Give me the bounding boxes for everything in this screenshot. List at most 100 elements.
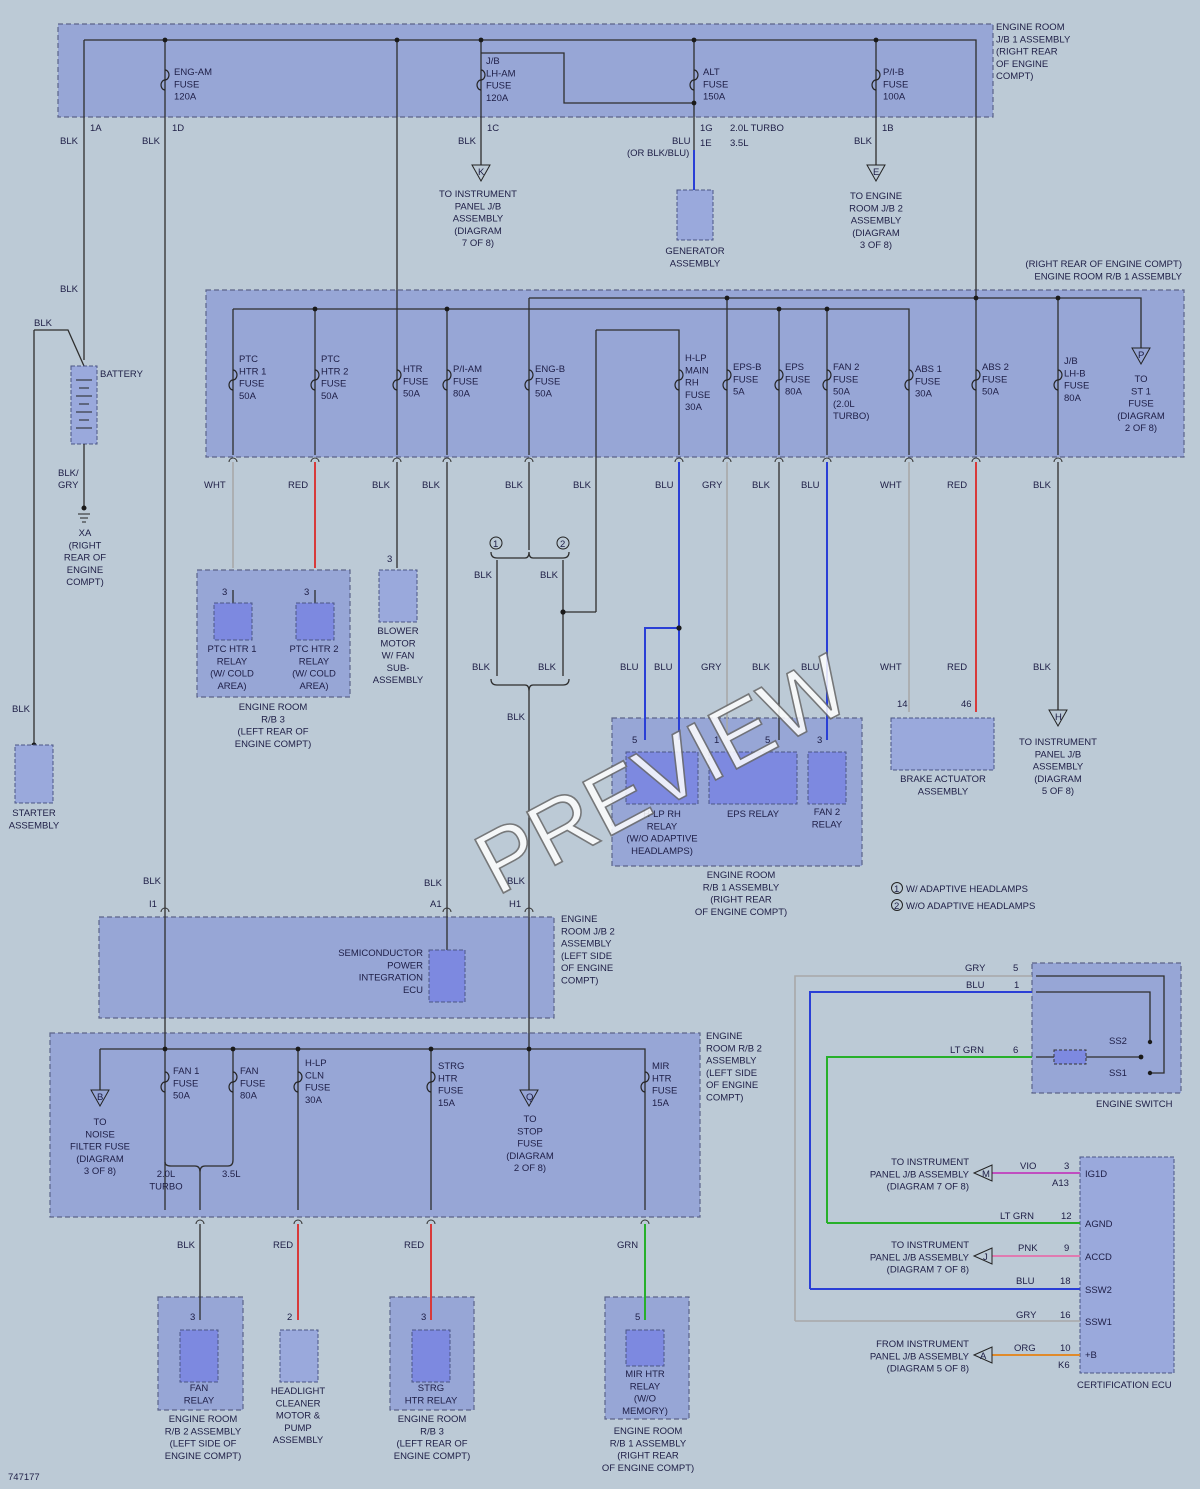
wire-label-red: RED (273, 1240, 293, 1251)
wire-label-blu-alt: (OR BLK/BLU) (627, 148, 689, 159)
wire-label-blk: BLK (143, 876, 162, 887)
wire-label-blu: BLU (1016, 1276, 1035, 1287)
legend-no-adaptive: W/O ADAPTIVE HEADLAMPS (906, 901, 1035, 912)
certification-ecu (1079, 1156, 1175, 1374)
engine-room-rb2-box (49, 1032, 701, 1218)
eps-relay (708, 751, 798, 805)
pin-3: 3 (817, 735, 822, 746)
brake-actuator (890, 717, 995, 771)
pin-k6: K6 (1058, 1360, 1070, 1371)
ecu-pin-accd: ACCD (1085, 1252, 1112, 1263)
wire-label-red: RED (947, 662, 967, 673)
strg-htr-relay (411, 1329, 451, 1383)
legend-marker-1: 1 (894, 884, 899, 895)
connector-1g: 1G (700, 123, 713, 134)
pin-1: 1 (714, 735, 719, 746)
engine-switch-label: ENGINE SWITCH (1096, 1099, 1173, 1110)
ref-letter-b: B (97, 1092, 103, 1103)
connector-a1: A1 (430, 899, 442, 910)
engine-switch-box (1031, 962, 1182, 1094)
wire-label-gry: GRY (1016, 1310, 1037, 1321)
ref-letter-p: P (1138, 350, 1144, 361)
pin-46: 46 (961, 699, 972, 710)
wire-label-blk: BLK (538, 662, 557, 673)
engine-room-jb2-box (98, 916, 555, 1019)
connector-1d: 1D (172, 123, 184, 134)
wire-label-blk: BLK (60, 284, 79, 295)
pin-5: 5 (635, 1312, 640, 1323)
connector-1b: 1B (882, 123, 894, 134)
wire-label-wht: WHT (880, 662, 902, 673)
wire-label-blk: BLK (573, 480, 592, 491)
ref-letter-k: K (478, 167, 485, 178)
pin-14: 14 (897, 699, 908, 710)
wire-label-blk: BLK (142, 136, 161, 147)
wire-label-blk: BLK (422, 480, 441, 491)
wire-label-blk-gry: BLK/GRY (58, 468, 79, 491)
wire-label-grn: GRN (617, 1240, 638, 1251)
wire-label-blk: BLK (854, 136, 873, 147)
ref-letter-q: Q (526, 1092, 533, 1103)
generator-assembly (676, 189, 714, 241)
pin-3: 3 (190, 1312, 195, 1323)
fan2-relay (807, 751, 847, 805)
wire-label-blk: BLK (507, 876, 526, 887)
wire-label-blu: BLU (801, 480, 820, 491)
wire-label-lt-grn: LT GRN (1000, 1211, 1034, 1222)
wire-label-red: RED (404, 1240, 424, 1251)
wire-label-gry: GRY (702, 480, 723, 491)
wire-label-blu: BLU (654, 662, 673, 673)
wire-label-blu: BLU (966, 980, 985, 991)
